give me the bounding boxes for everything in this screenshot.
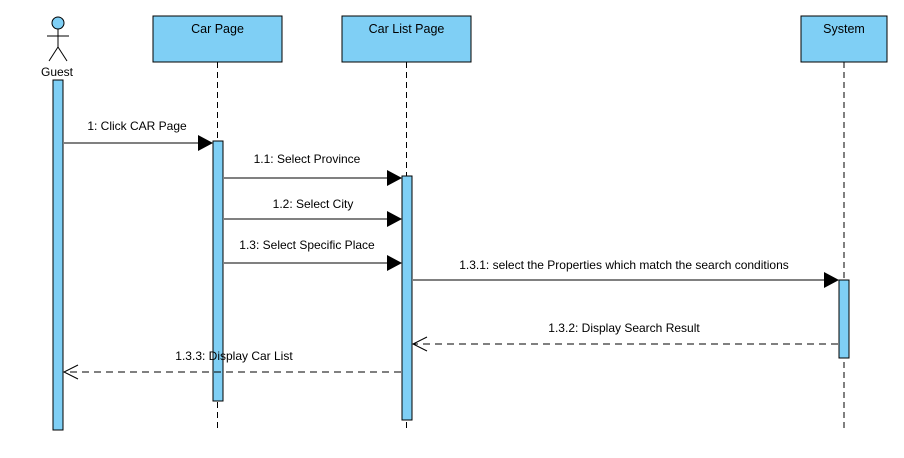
lifeline-label-car-list-page: Car List Page	[369, 22, 445, 36]
open-arrowhead-icon	[411, 336, 428, 352]
lifeline-label-system: System	[823, 22, 865, 36]
lifeline-head-system	[800, 15, 888, 63]
lifeline-car-list-page[interactable]: Car List Page	[341, 15, 472, 63]
sync-arrowhead-icon	[387, 170, 402, 186]
sync-arrowhead-icon	[387, 255, 402, 271]
message-label: 1.3.3: Display Car List	[175, 349, 293, 363]
actor-label: Guest	[41, 65, 74, 79]
message-label: 1.1: Select Province	[254, 152, 361, 166]
message-1-2[interactable]: 1.2: Select City	[224, 197, 402, 227]
activation-bar-car-list-page	[401, 175, 413, 421]
actor-head	[51, 16, 65, 30]
message-1-1[interactable]: 1.1: Select Province	[224, 152, 402, 186]
message-label: 1.2: Select City	[273, 197, 354, 211]
message-label: 1: Click CAR Page	[87, 119, 187, 133]
message-label: 1.3: Select Specific Place	[239, 238, 375, 252]
lifeline-head-car-page	[152, 15, 283, 63]
sync-arrowhead-icon	[198, 135, 213, 151]
actor-left-leg	[48, 46, 59, 62]
actor-right-leg	[57, 46, 68, 62]
lifeline-head-car-list-page	[341, 15, 472, 63]
sync-arrowhead-icon	[387, 211, 402, 227]
open-arrowhead-icon	[62, 364, 79, 380]
message-label: 1.3.2: Display Search Result	[548, 321, 700, 335]
message-1-3-1[interactable]: 1.3.1: select the Properties which match…	[413, 258, 839, 288]
message-1-3-2[interactable]: 1.3.2: Display Search Result	[411, 321, 838, 352]
message-1[interactable]: 1: Click CAR Page	[64, 119, 213, 151]
lifeline-car-page[interactable]: Car Page	[152, 15, 283, 63]
message-1-3[interactable]: 1.3: Select Specific Place	[224, 238, 402, 271]
message-1-3-3[interactable]: 1.3.3: Display Car List	[62, 349, 401, 380]
lifeline-system[interactable]: System	[800, 15, 888, 63]
activation-bar-system	[838, 279, 850, 359]
lifeline-label-car-page: Car Page	[191, 22, 244, 36]
activation-bar-car-page	[212, 140, 224, 402]
actor-guest[interactable]: Guest	[41, 16, 74, 79]
sync-arrowhead-icon	[824, 272, 839, 288]
guest-activation-bar	[52, 79, 64, 431]
message-label: 1.3.1: select the Properties which match…	[459, 258, 789, 272]
